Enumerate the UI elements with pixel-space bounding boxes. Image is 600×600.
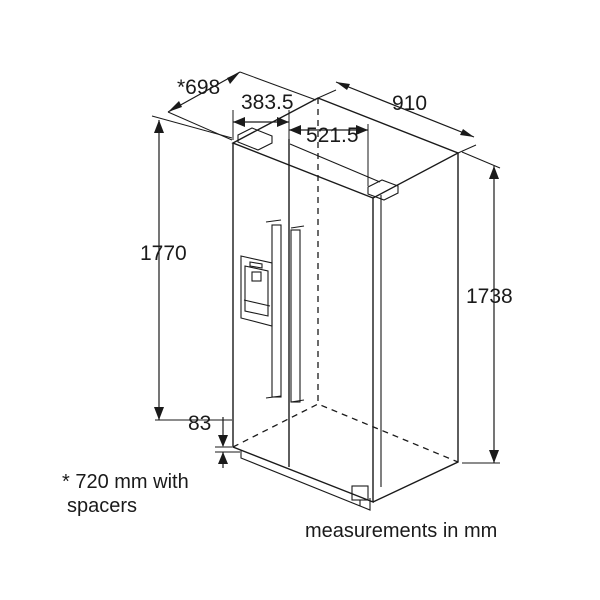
width-extension-left [317,89,337,99]
h1770-ext-top [151,115,233,139]
dispenser-spout-icon [251,271,262,282]
dim-383-arrow-right [277,117,289,127]
dimension-1738: 1738 [461,151,513,464]
top-rear-strip [289,143,381,183]
dim-383-arrow-left [233,117,245,127]
width-extension-right [457,144,477,154]
h1738-label: 1738 [466,285,513,308]
dispenser-recess [244,265,269,317]
dim-383-label: 383.5 [241,91,294,114]
fridge-body [231,97,460,511]
dispenser-display [249,261,263,269]
right-handle-top-mount [290,225,305,229]
h1738-ext-top [461,151,501,169]
dispenser-tray [243,299,271,307]
top-hinge-right [367,179,399,201]
width-arrow-right [460,129,474,137]
hidden-bottom-edges [232,403,459,463]
h1738-arrow-bottom [489,450,499,463]
base-label: 83 [188,412,211,435]
left-handle-bar [271,224,282,398]
left-handle-bottom-mount [265,395,282,399]
dim-521-arrow-right [356,125,368,135]
right-handle-bottom-mount [290,399,305,403]
base-arrow-up [218,452,228,464]
units-note: measurements in mm [305,520,497,542]
width-label: 910 [392,92,427,115]
dim-521-label: 521.5 [306,124,359,147]
h1770-arrow-top [154,120,164,133]
h1738-arrow-top [489,166,499,179]
left-handle-top-mount [265,219,282,223]
base-plinth [240,450,371,511]
dimension-width: 910 [317,81,477,154]
h1770-arrow-bottom [154,407,164,420]
dimension-1770: 1770 [140,115,233,421]
fridge-front-face [232,143,374,504]
depth-note-label: *698 [177,76,220,99]
base-arrow-down [218,435,228,447]
width-arrow-left [336,82,350,90]
water-dispenser [240,255,273,327]
top-hinge-left [237,127,273,151]
depth-extension-back [239,71,317,101]
spacers-note-line2: spacers [67,495,137,517]
dispenser-frame [240,255,273,327]
dimension-521: 521.5 [289,124,369,186]
width-dimension-line [335,81,475,138]
dimension-83: 83 [188,412,240,468]
h1770-label: 1770 [140,242,187,265]
front-foot-right [351,485,369,501]
depth-arrow-front [168,101,182,112]
spacers-note-line1: * 720 mm with [62,471,189,493]
dim-521-arrow-left [289,125,301,135]
dimension-depth: *698 [167,71,317,141]
depth-arrow-back [227,72,240,84]
fridge-side-face [372,153,459,503]
right-handle-bar [290,229,301,403]
dimension-383: 383.5 [232,91,294,140]
